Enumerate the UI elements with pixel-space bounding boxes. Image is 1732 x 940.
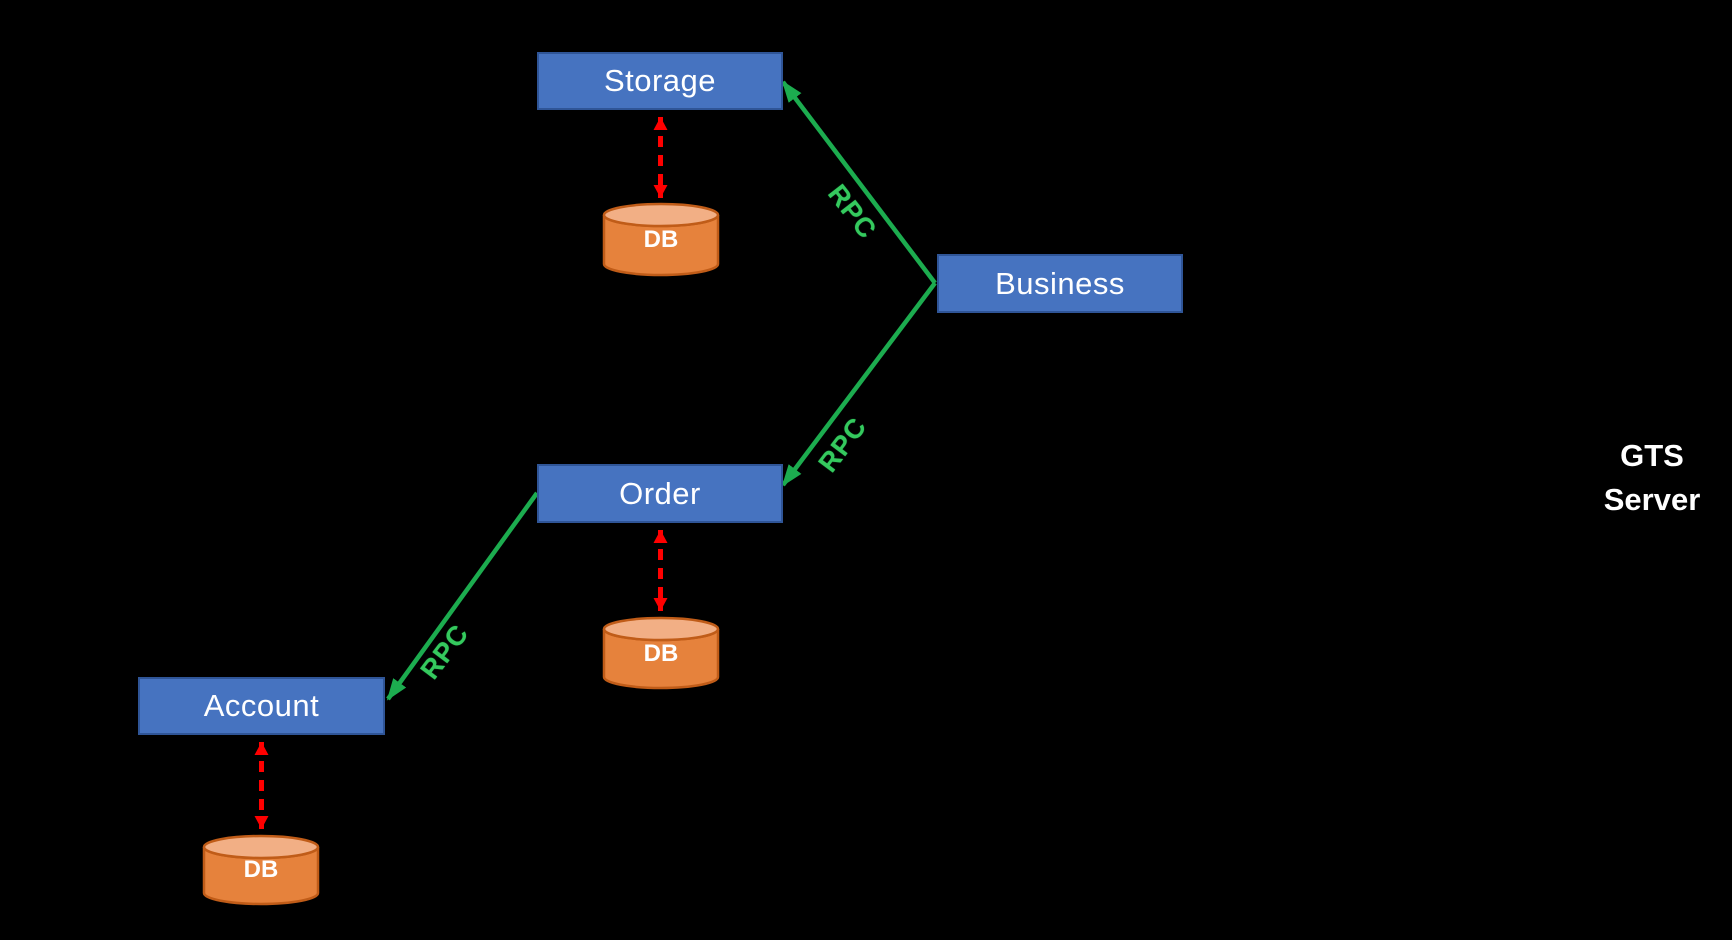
order-db-label: DB bbox=[643, 640, 679, 667]
business-node: Business bbox=[937, 254, 1183, 313]
account-node-label: Account bbox=[203, 688, 320, 723]
storage-node: Storage bbox=[537, 52, 783, 110]
account-node: Account bbox=[138, 677, 385, 735]
storage-node-label: Storage bbox=[603, 63, 717, 98]
rpc-arrow-business-to-order bbox=[781, 281, 937, 487]
rpc-arrow-business-to-storage bbox=[781, 80, 937, 285]
order-node-label: Order bbox=[619, 475, 701, 511]
gts-server-label: GTS Server bbox=[1603, 438, 1701, 517]
storage-db-cylinder bbox=[602, 202, 720, 277]
storage-db-label: DB bbox=[643, 226, 679, 253]
account-db-label: DB bbox=[243, 856, 279, 883]
rpc-arrow-order-to-account bbox=[386, 491, 539, 701]
account-db-cylinder bbox=[202, 834, 320, 906]
order-node: Order bbox=[537, 464, 783, 523]
order-db-cylinder bbox=[602, 616, 720, 690]
business-node-label: Business bbox=[995, 265, 1125, 301]
